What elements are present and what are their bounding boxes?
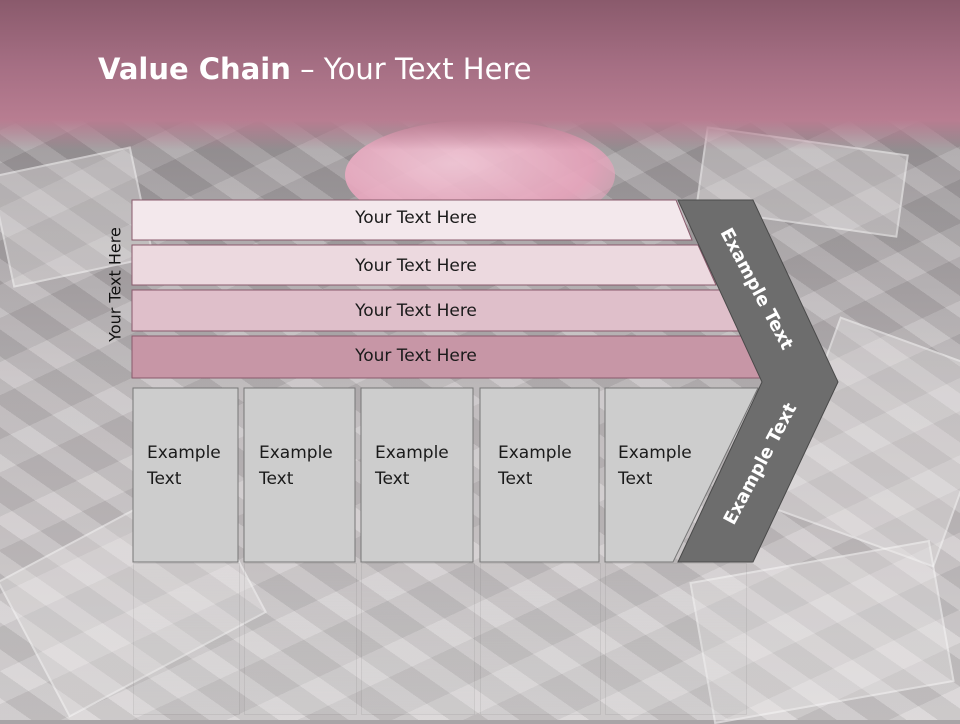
activity-box-4: [479, 387, 600, 563]
band-3-text: Your Text Here: [355, 301, 477, 321]
title-rest: – Your Text Here: [290, 52, 532, 86]
box-1-line-2: Text: [147, 469, 182, 489]
band-1-text: Your Text Here: [355, 208, 477, 228]
activity-box-2: [243, 387, 356, 563]
box-3-line-2: Text: [375, 469, 410, 489]
title-bold: Value Chain: [98, 52, 291, 86]
band-2: [131, 244, 717, 286]
slide-title: Value Chain – Your Text Here: [98, 52, 532, 96]
activity-box-3: [360, 387, 474, 563]
box-3-text: Example Text: [375, 440, 475, 492]
box-2-line-2: Text: [259, 469, 294, 489]
box-4-line-1: Example: [498, 443, 572, 463]
band-1: [131, 199, 693, 241]
box-4-text: Example Text: [498, 440, 598, 492]
box-2-text: Example Text: [259, 440, 359, 492]
box-5-line-2: Text: [618, 469, 653, 489]
box-5-line-1: Example: [618, 443, 692, 463]
box-1-line-1: Example: [147, 443, 221, 463]
title-bar: [0, 0, 960, 150]
box-4-line-2: Text: [498, 469, 533, 489]
band-4-text: Your Text Here: [355, 346, 477, 366]
box-5-text: Example Text: [618, 440, 718, 492]
chevron-arrow: [677, 199, 839, 563]
box-2-line-1: Example: [259, 443, 333, 463]
band-2-text: Your Text Here: [355, 256, 477, 276]
activity-box-5: [604, 387, 759, 563]
box-3-line-1: Example: [375, 443, 449, 463]
box-1-text: Example Text: [147, 440, 247, 492]
activity-box-1: [132, 387, 239, 563]
